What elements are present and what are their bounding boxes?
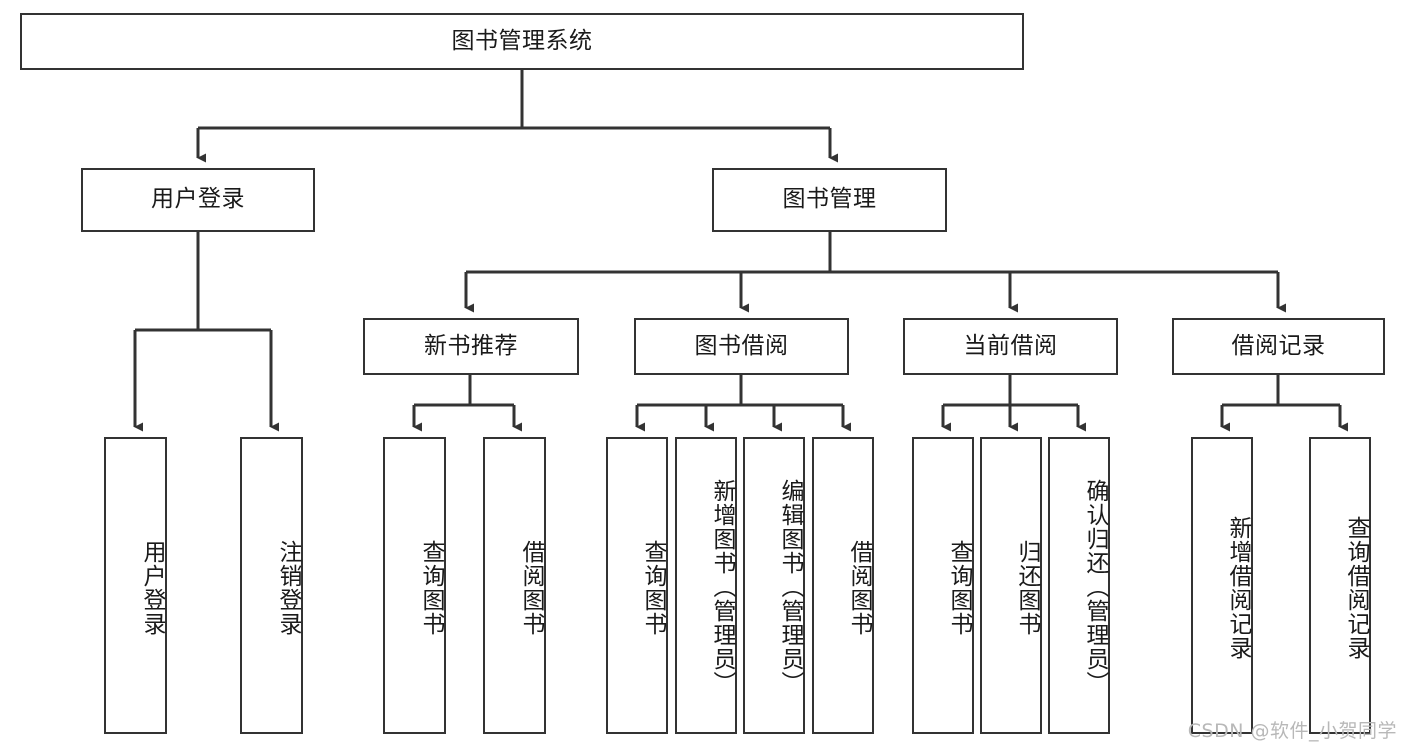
node-user-login[interactable]: 用户登录 — [81, 168, 315, 232]
node-label: 查询图书 — [946, 539, 972, 636]
node-label: 注销登录 — [275, 539, 301, 636]
node-label: 归还图书 — [1014, 539, 1040, 636]
leaf-recommend-query-book[interactable]: 查询图书 — [383, 437, 446, 734]
csdn-watermark: CSDN @软件_小贺同学 — [1187, 720, 1397, 742]
leaf-record-query-record[interactable]: 查询借阅记录 — [1309, 437, 1371, 734]
leaf-borrow-borrow-book[interactable]: 借阅图书 — [812, 437, 874, 734]
node-label: 查询图书 — [640, 539, 666, 636]
node-label: 确认归还（管理员） — [1082, 478, 1108, 695]
node-label: 图书管理系统 — [451, 27, 593, 54]
node-label: 图书管理 — [782, 186, 877, 213]
node-label: 新书推荐 — [424, 332, 518, 359]
leaf-borrow-edit-book-admin[interactable]: 编辑图书（管理员） — [743, 437, 805, 734]
node-root-system[interactable]: 图书管理系统 — [20, 13, 1024, 70]
node-label: 用户登录 — [151, 186, 245, 213]
leaf-current-return-book[interactable]: 归还图书 — [980, 437, 1042, 734]
leaf-current-confirm-return-admin[interactable]: 确认归还（管理员） — [1048, 437, 1110, 734]
node-book-borrow[interactable]: 图书借阅 — [634, 318, 849, 375]
node-current-borrow[interactable]: 当前借阅 — [903, 318, 1118, 375]
leaf-current-query-book[interactable]: 查询图书 — [912, 437, 974, 734]
node-label: 图书借阅 — [694, 332, 789, 359]
node-label: 查询图书 — [418, 539, 444, 636]
node-book-management[interactable]: 图书管理 — [712, 168, 947, 232]
leaf-recommend-borrow-book[interactable]: 借阅图书 — [483, 437, 546, 734]
leaf-user-login-login[interactable]: 用户登录 — [104, 437, 167, 734]
leaf-record-add-record[interactable]: 新增借阅记录 — [1191, 437, 1253, 734]
node-label: 编辑图书（管理员） — [777, 478, 803, 695]
node-label: 借阅图书 — [846, 539, 872, 636]
leaf-user-login-logout[interactable]: 注销登录 — [240, 437, 303, 734]
node-label: 借阅记录 — [1231, 332, 1326, 359]
node-borrow-record[interactable]: 借阅记录 — [1172, 318, 1385, 375]
leaf-borrow-query-book[interactable]: 查询图书 — [606, 437, 668, 734]
node-label: 用户登录 — [139, 539, 165, 636]
node-label: 新增借阅记录 — [1225, 515, 1251, 660]
leaf-borrow-add-book-admin[interactable]: 新增图书（管理员） — [675, 437, 737, 734]
node-label: 当前借阅 — [963, 332, 1058, 359]
node-label: 新增图书（管理员） — [709, 478, 735, 695]
node-new-book-recommend[interactable]: 新书推荐 — [363, 318, 579, 375]
node-label: 查询借阅记录 — [1343, 515, 1369, 660]
node-label: 借阅图书 — [518, 539, 544, 636]
